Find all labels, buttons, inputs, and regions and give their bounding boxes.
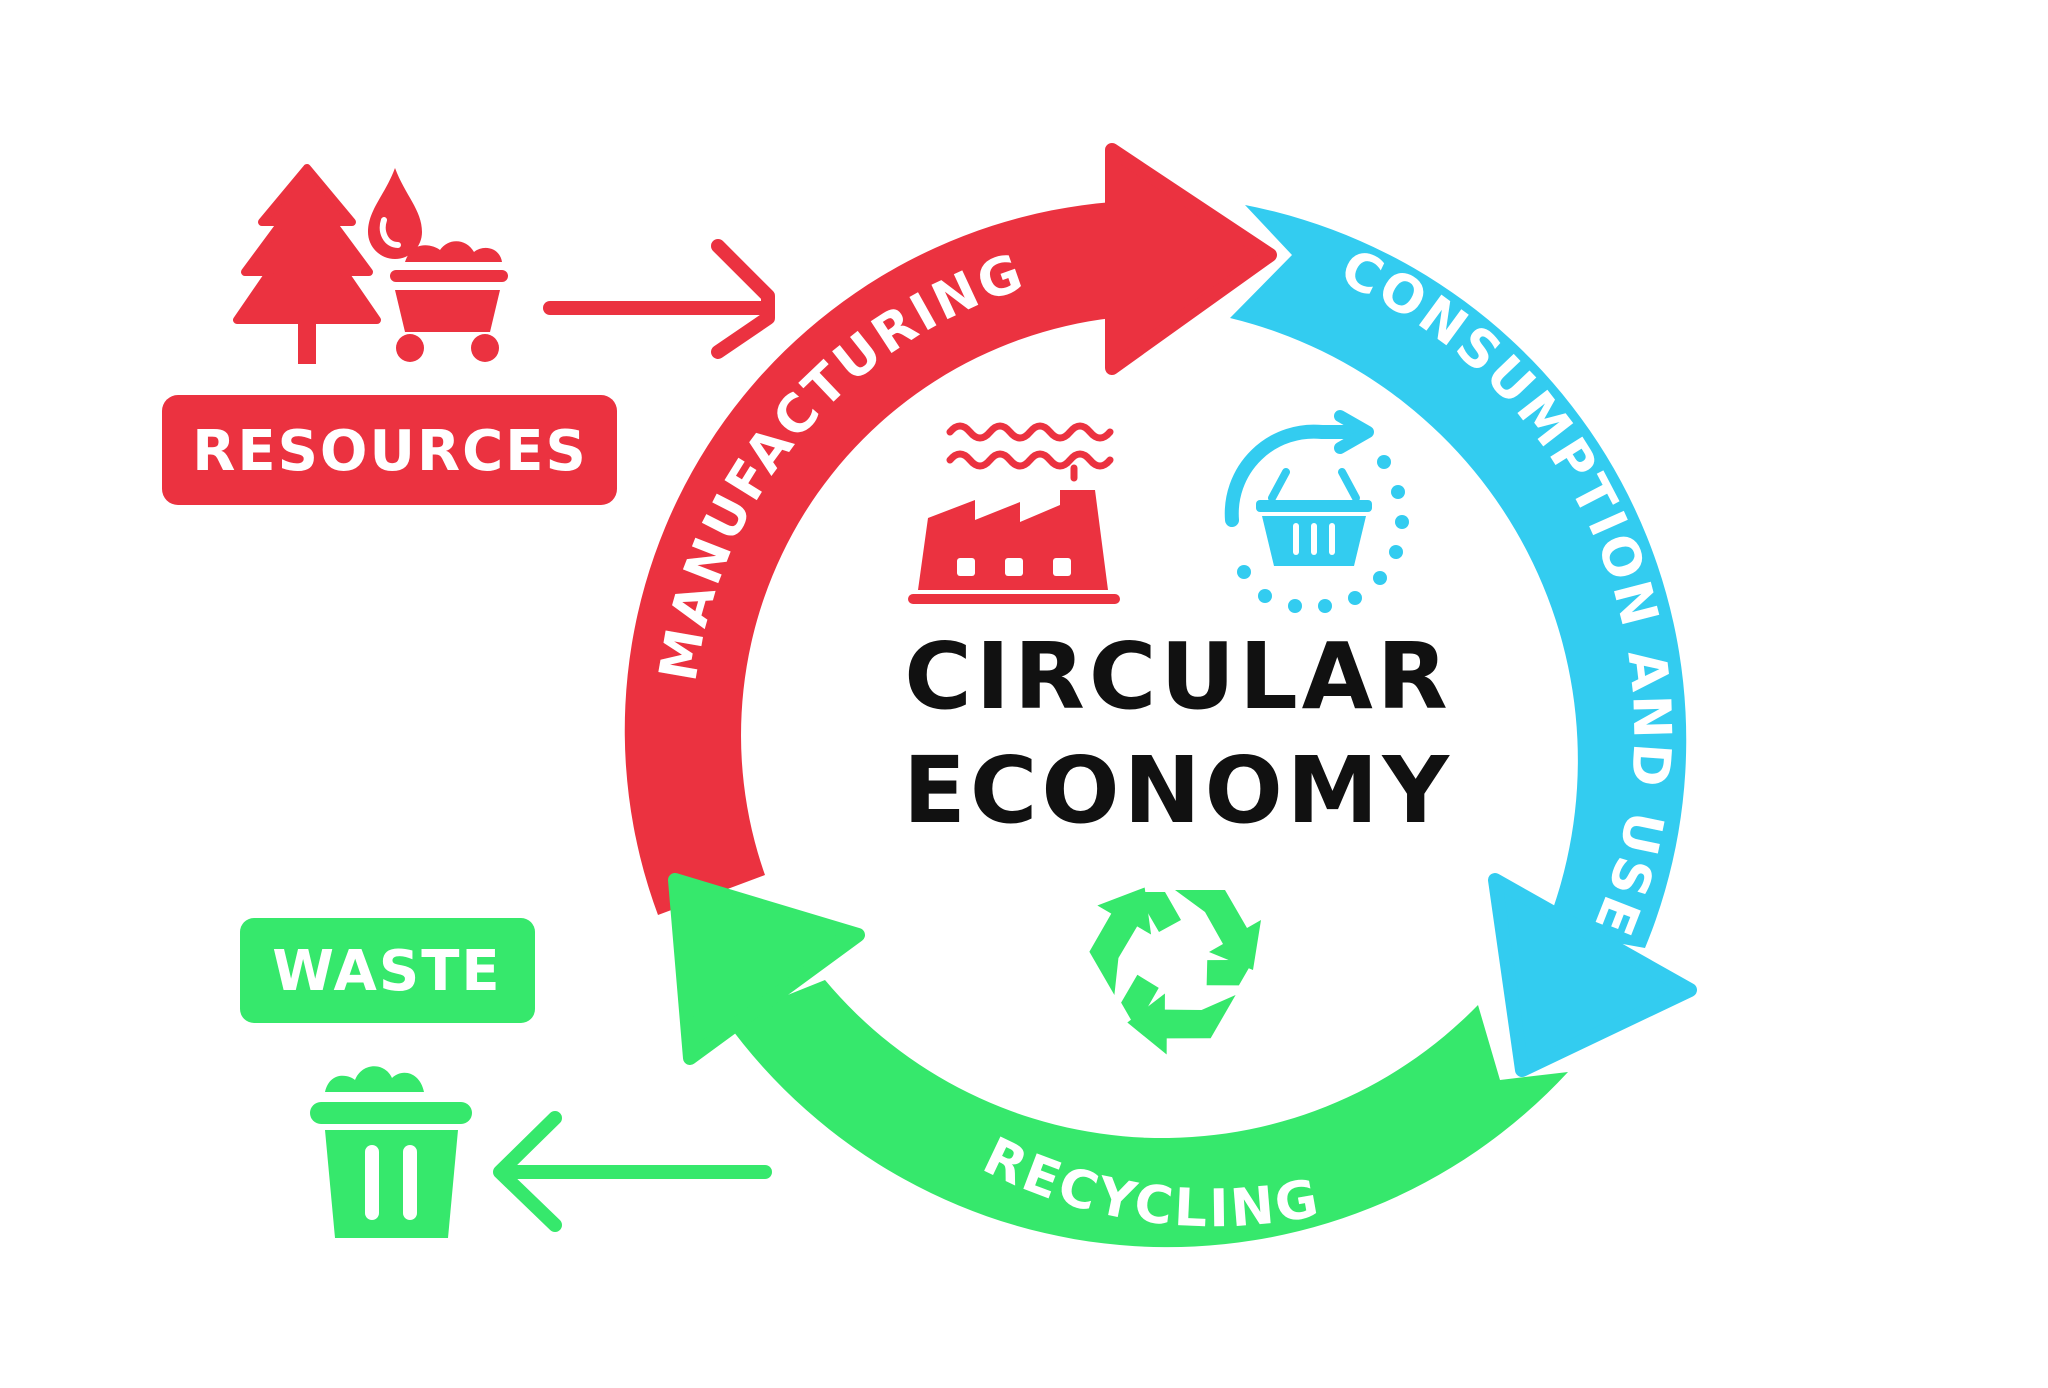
manufacturing-arrowhead (1105, 143, 1277, 375)
consumption-arc-body (1230, 205, 1687, 948)
title-line-2: ECONOMY (903, 737, 1453, 844)
mine-cart-icon (390, 241, 508, 362)
manufacturing-arc-body (624, 202, 1112, 915)
title-line-1: CIRCULAR (904, 623, 1451, 730)
recycling-arrowhead (668, 873, 865, 1065)
trash-bin-icon (310, 1066, 472, 1238)
recycle-icon (1089, 887, 1261, 1055)
recycling-arc: RECYCLING (668, 873, 1568, 1248)
consumption-arrowhead (1488, 873, 1697, 1077)
shopping-basket-cycle-icon (1224, 410, 1409, 613)
resources-label: RESOURCES (192, 419, 588, 484)
resources-box: RESOURCES (162, 395, 617, 505)
waste-box: WASTE (240, 918, 535, 1023)
resources-to-manufacturing-arrow (543, 239, 775, 359)
factory-icon (908, 422, 1120, 604)
waste-label: WASTE (272, 939, 501, 1004)
recycling-to-waste-arrow (493, 1111, 772, 1232)
oil-drop-icon (368, 168, 422, 259)
tree-icon (233, 164, 381, 364)
recycling-arc-body (725, 980, 1568, 1248)
